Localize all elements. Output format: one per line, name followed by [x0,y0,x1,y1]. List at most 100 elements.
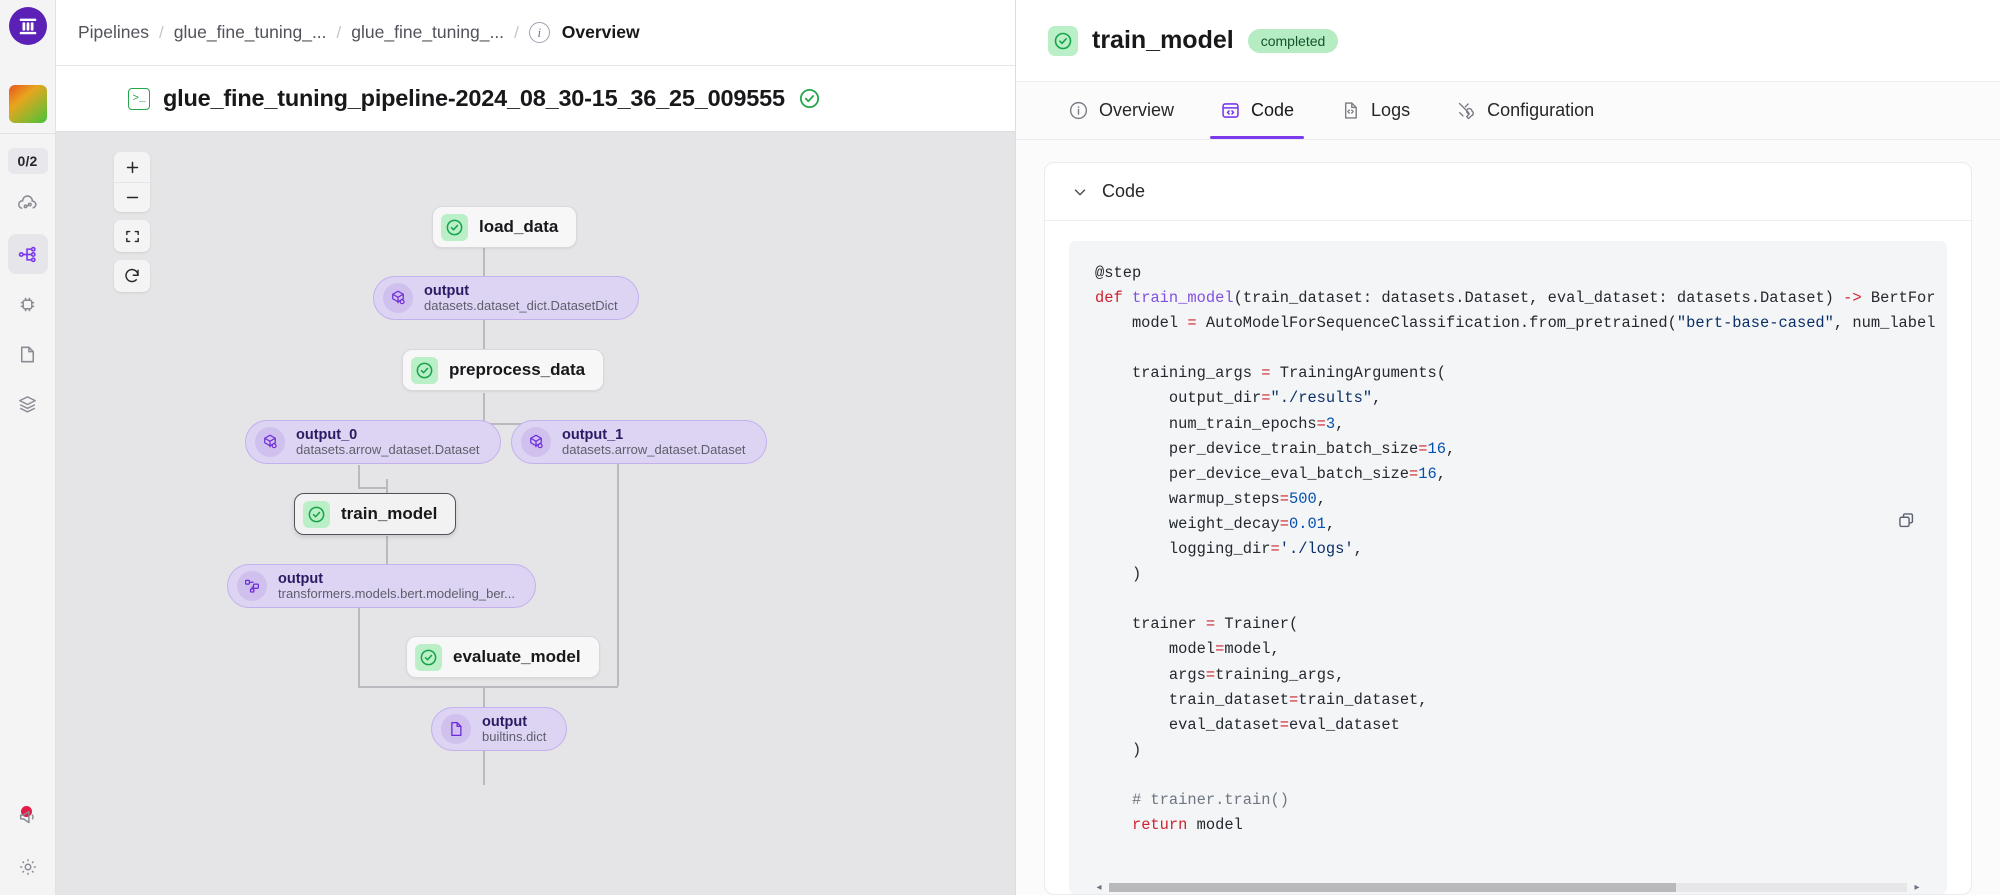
scroll-right-arrow[interactable]: ▸ [1914,881,1920,893]
edge-fanout-right [617,423,619,686]
code-block: @step def train_model(train_dataset: dat… [1095,264,1936,835]
tab-configuration[interactable]: Configuration [1436,82,1614,139]
status-badge: completed [1247,28,1339,53]
package-search-icon [383,283,413,313]
scrollbar-thumb[interactable] [1109,882,1676,892]
check-circle-icon [303,500,330,528]
run-counter-badge[interactable]: 0/2 [7,148,48,174]
dag-node-evaluate_model[interactable]: evaluate_model [406,636,600,678]
tab-logs[interactable]: Logs [1320,82,1430,139]
breadcrumb-separator: / [159,22,164,42]
artifact-type: datasets.arrow_dataset.Dataset [296,441,480,457]
panel-header: train_model completed [1016,0,2000,82]
check-circle-icon [411,356,438,384]
artifact-name: output [482,713,528,730]
logs-file-icon [1340,100,1361,121]
breadcrumb-pipeline-name[interactable]: glue_fine_tuning_... [173,22,327,42]
rail-divider [0,133,55,134]
edge-train-in [386,479,388,495]
breadcrumb: Pipelines / glue_fine_tuning_... / glue_… [56,0,1015,66]
artifact-type: builtins.dict [482,728,547,744]
artifact-name: output_1 [562,426,624,443]
check-circle-icon [1048,25,1078,56]
dag-node-load_data[interactable]: load_data [432,206,578,248]
edge-a2-to-train [358,487,386,489]
scrollbar-track[interactable] [1109,882,1907,892]
run-status-icon [798,87,821,110]
edge-preprocess-down [483,393,485,424]
info-circle-icon: i [528,22,550,43]
fit-view-icon[interactable] [114,220,150,252]
gear-icon[interactable] [8,847,48,887]
left-icon-rail: 0/2 [0,0,56,895]
dag-node-label: train_model [341,504,438,523]
rail-item-stacks[interactable] [8,384,48,424]
edge-load-to-a1 [483,228,485,278]
tools-icon [1456,100,1477,121]
zoom-out-button[interactable] [114,182,150,212]
check-circle-icon [415,643,442,671]
dag-node-train_model[interactable]: train_model [294,493,457,535]
file-icon [441,714,471,744]
dag-artifact-output_0[interactable]: output_0 datasets.arrow_dataset.Dataset [245,420,501,464]
code-card: Code @step def train_model(train_dataset… [1044,162,1972,895]
project-color-swatch[interactable] [8,85,47,123]
dag-canvas[interactable]: load_data preprocess_data train_model [56,132,1015,895]
tab-overview[interactable]: Overview [1048,82,1194,139]
tab-code[interactable]: Code [1200,82,1314,139]
refresh-icon[interactable] [114,260,150,292]
dag-artifact-output-datasetdict[interactable]: output datasets.dataset_dict.DatasetDict [373,276,639,320]
breadcrumb-separator: / [514,22,519,42]
artifact-type: datasets.arrow_dataset.Dataset [562,441,746,457]
dag-artifact-output_1[interactable]: output_1 datasets.arrow_dataset.Dataset [511,420,767,464]
breadcrumb-run-name[interactable]: glue_fine_tuning_... [351,22,505,42]
panel-body: Code @step def train_model(train_dataset… [1016,140,2000,895]
artifact-name: output [278,570,324,587]
zenml-logo-icon[interactable] [8,7,47,45]
dag-node-label: load_data [479,217,559,236]
notification-dot [21,806,32,817]
step-detail-panel: train_model completed Overview Code [1016,0,2000,895]
edge-eval-to-a5 [483,736,485,785]
rail-bottom-group [0,787,56,887]
rail-item-pipelines[interactable] [8,184,48,224]
tab-label: Overview [1099,100,1175,120]
dag-artifact-output-dict[interactable]: output builtins.dict [431,707,568,751]
code-card-title: Code [1102,181,1146,201]
edge-a4-down [358,608,360,686]
edge-merge-to-eval [358,686,618,688]
breadcrumb-separator: / [336,22,342,42]
package-search-icon [521,427,551,457]
check-circle-icon [441,213,468,241]
code-horizontal-scrollbar[interactable]: ◂ ▸ [1093,880,1923,894]
edge-train-to-a4 [386,536,388,582]
scroll-left-arrow[interactable]: ◂ [1096,881,1102,893]
model-nodes-icon [237,571,267,601]
code-window-icon [1220,100,1241,121]
dag-node-label: preprocess_data [449,360,586,379]
code-card-header[interactable]: Code [1045,163,1971,221]
canvas-zoom-controls [114,152,150,292]
artifact-name: output [424,282,470,299]
page-title: glue_fine_tuning_pipeline-2024_08_30-15_… [163,85,785,111]
megaphone-icon[interactable] [8,797,48,837]
dag-artifact-output-bertmodel[interactable]: output transformers.models.bert.modeling… [227,564,536,608]
rail-item-models[interactable] [8,284,48,324]
panel-tabs: Overview Code Logs [1016,82,2000,140]
breadcrumb-pipelines[interactable]: Pipelines [78,22,150,42]
tab-label: Configuration [1487,100,1595,120]
info-circle-icon [1068,100,1089,121]
package-search-icon [255,427,285,457]
zoom-in-button[interactable] [114,152,150,182]
tab-label: Code [1251,100,1295,120]
copy-icon[interactable] [1897,511,1917,536]
dag-node-preprocess_data[interactable]: preprocess_data [402,349,605,391]
chevron-down-icon[interactable] [1071,183,1089,201]
terminal-icon: >_ [128,87,150,110]
rail-item-artifacts[interactable] [8,334,48,374]
panel-title: train_model [1092,26,1234,54]
edge-eval-in [483,686,485,714]
rail-item-runs[interactable] [7,234,48,274]
code-viewer[interactable]: @step def train_model(train_dataset: dat… [1045,221,1971,894]
